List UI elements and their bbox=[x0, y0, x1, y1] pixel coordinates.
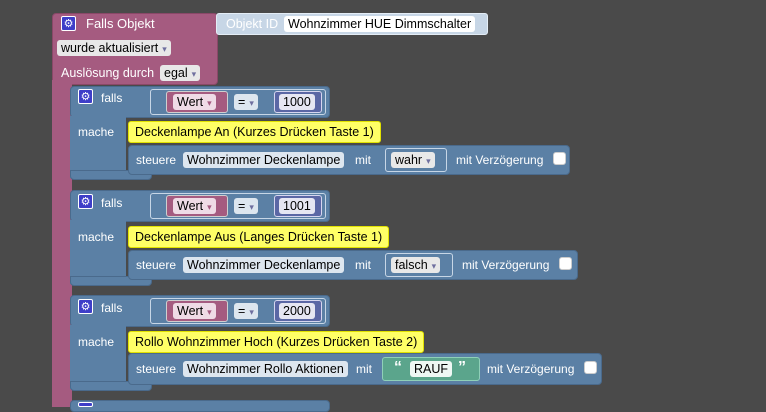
number-value[interactable]: 1000 bbox=[279, 94, 315, 110]
steuere-label: steuere bbox=[136, 258, 177, 272]
comment-block[interactable]: Rollo Wohnzimmer Hoch (Kurzes Drücken Ta… bbox=[128, 331, 425, 353]
gear-icon[interactable]: ⚙ bbox=[78, 194, 93, 209]
number-value[interactable]: 2000 bbox=[279, 303, 315, 319]
falls-label: falls bbox=[101, 91, 123, 105]
gear-icon[interactable] bbox=[78, 402, 93, 407]
quote-close-icon: ” bbox=[458, 359, 466, 376]
variable-dropdown[interactable]: Wert▾ bbox=[173, 94, 216, 110]
delay-checkbox[interactable] bbox=[559, 257, 572, 270]
delay-label: mit Verzögerung bbox=[487, 362, 575, 376]
variable-dropdown-value: Wert bbox=[177, 304, 204, 318]
if-block-2-footer bbox=[70, 276, 152, 286]
ausloesung-label: Auslösung durch bbox=[61, 66, 155, 80]
chevron-down-icon: ▾ bbox=[426, 156, 431, 166]
operator-dropdown-value: = bbox=[238, 95, 246, 109]
target-object-field[interactable]: Wohnzimmer Rollo Aktionen bbox=[183, 361, 348, 377]
falls-label: falls bbox=[101, 196, 123, 210]
ausloesung-dropdown-value: egal bbox=[164, 66, 188, 80]
event-title: Falls Objekt bbox=[86, 16, 155, 31]
delay-label: mit Verzögerung bbox=[456, 153, 544, 167]
objekt-id-label: Objekt ID bbox=[226, 17, 279, 31]
comment-block[interactable]: Deckenlampe Aus (Langes Drücken Taste 1) bbox=[128, 226, 390, 248]
if-block-3-arm bbox=[70, 325, 126, 389]
operator-dropdown-value: = bbox=[238, 304, 246, 318]
target-object-field[interactable]: Wohnzimmer Deckenlampe bbox=[183, 152, 345, 168]
control-block[interactable] bbox=[128, 250, 578, 280]
event-block-arm bbox=[52, 80, 72, 407]
chevron-down-icon: ▾ bbox=[191, 69, 197, 79]
if-block-2-arm bbox=[70, 220, 126, 284]
delay-checkbox[interactable] bbox=[584, 361, 597, 374]
if-block-3-footer bbox=[70, 381, 152, 391]
steuere-label: steuere bbox=[136, 362, 177, 376]
value-dropdown-value: falsch bbox=[395, 258, 428, 272]
value-dropdown-value: wahr bbox=[395, 153, 423, 167]
variable-dropdown[interactable]: Wert▾ bbox=[173, 198, 216, 214]
objekt-id-field[interactable]: Wohnzimmer HUE Dimmschalter bbox=[284, 16, 476, 32]
number-value[interactable]: 1001 bbox=[279, 198, 315, 214]
variable-dropdown-value: Wert bbox=[177, 199, 204, 213]
chevron-down-icon: ▾ bbox=[249, 202, 254, 212]
variable-dropdown-value: Wert bbox=[177, 95, 204, 109]
text-value-field[interactable]: RAUF bbox=[410, 361, 453, 377]
mit-label: mit bbox=[356, 362, 372, 376]
trigger-dropdown[interactable]: wurde aktualisiert▾ bbox=[57, 40, 171, 56]
chevron-down-icon: ▾ bbox=[207, 98, 212, 108]
operator-dropdown-value: = bbox=[238, 199, 246, 213]
operator-dropdown[interactable]: =▾ bbox=[234, 94, 258, 110]
gear-icon[interactable]: ⚙ bbox=[78, 89, 93, 104]
delay-checkbox[interactable] bbox=[553, 152, 566, 165]
trigger-dropdown-value: wurde aktualisiert bbox=[61, 41, 159, 55]
delay-label: mit Verzögerung bbox=[462, 258, 550, 272]
chevron-down-icon: ▾ bbox=[431, 261, 437, 271]
ausloesung-dropdown[interactable]: egal▾ bbox=[160, 65, 201, 81]
mache-label: mache bbox=[78, 335, 115, 349]
if-block-1-arm bbox=[70, 116, 126, 178]
value-dropdown[interactable]: wahr▾ bbox=[391, 152, 435, 168]
quote-open-icon: “ bbox=[394, 359, 402, 376]
mit-label: mit bbox=[355, 258, 371, 272]
if-block-1-footer bbox=[70, 170, 152, 180]
chevron-down-icon: ▾ bbox=[162, 44, 167, 54]
chevron-down-icon: ▾ bbox=[249, 307, 254, 317]
mit-label: mit bbox=[355, 153, 371, 167]
mache-label: mache bbox=[78, 230, 115, 244]
comment-block[interactable]: Deckenlampe An (Kurzes Drücken Taste 1) bbox=[128, 121, 381, 143]
chevron-down-icon: ▾ bbox=[207, 307, 212, 317]
chevron-down-icon: ▾ bbox=[249, 98, 254, 108]
value-dropdown[interactable]: falsch▾ bbox=[391, 257, 441, 273]
steuere-label: steuere bbox=[136, 153, 177, 167]
operator-dropdown[interactable]: =▾ bbox=[234, 198, 258, 214]
if-block-4-partial[interactable] bbox=[70, 400, 330, 412]
target-object-field[interactable]: Wohnzimmer Deckenlampe bbox=[183, 257, 345, 273]
gear-icon[interactable]: ⚙ bbox=[61, 16, 76, 31]
mache-label: mache bbox=[78, 125, 115, 139]
operator-dropdown[interactable]: =▾ bbox=[234, 303, 258, 319]
variable-dropdown[interactable]: Wert▾ bbox=[173, 303, 216, 319]
falls-label: falls bbox=[101, 301, 123, 315]
gear-icon[interactable]: ⚙ bbox=[78, 299, 93, 314]
chevron-down-icon: ▾ bbox=[207, 202, 212, 212]
